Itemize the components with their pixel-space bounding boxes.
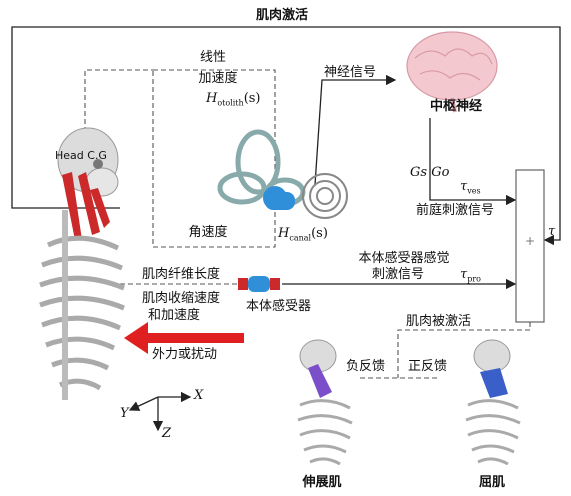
axes-icon [130,397,190,430]
h-otolith-label: Hotolith(s) [206,92,261,108]
flexor-label: 屈肌 [479,476,505,490]
positive-feedback-label: 正反馈 [408,360,447,374]
head-cg-label: Head C.G [55,150,107,162]
sum-plus-sign: + [525,235,535,248]
axis-x-label: X [194,389,203,403]
tau-output-label: τ [548,225,555,239]
proprio-sense-label-1: 本体感受器感觉 [358,252,449,266]
extensor-label: 伸展肌 [302,476,341,490]
axis-z-label: Z [162,427,171,441]
h-canal-label: Hcanal(s) [278,227,328,243]
inner-ear-icon [220,132,347,218]
tau-ves-label: τves [460,180,481,196]
muscle-fiber-length-label: 肌肉纤维长度 [142,268,220,282]
axis-y-label: Y [120,407,129,421]
contraction-label-2: 和加速度 [148,309,200,323]
rib-cage [40,210,124,400]
neural-signal-label: 神经信号 [324,66,376,80]
muscle-activated-label: 肌肉被激活 [406,315,471,329]
gs-go-label: Gs Go [410,166,449,180]
extensor-figure [298,340,352,464]
external-force-label: 外力或扰动 [152,348,217,362]
linear-label: 线性 [200,51,226,65]
neural-signal-arrow [315,80,395,185]
negative-feedback-label: 负反馈 [346,360,385,374]
proprioceptor-icon [238,276,280,292]
proprioceptor-label: 本体感受器 [246,300,311,314]
linear-accel-label: 加速度 [198,72,237,86]
angular-velocity-label: 角速度 [188,226,227,240]
tau-pro-label: τpro [460,268,481,284]
vestibular-signal-label: 前庭刺激信号 [416,204,494,218]
cns-label: 中枢神经 [430,100,482,114]
muscle-activation-top-label: 肌肉激活 [256,9,308,23]
flexor-figure [466,340,520,464]
proprio-sense-label-2: 刺激信号 [372,268,424,282]
contraction-label-1: 肌肉收缩速度 [142,292,220,306]
